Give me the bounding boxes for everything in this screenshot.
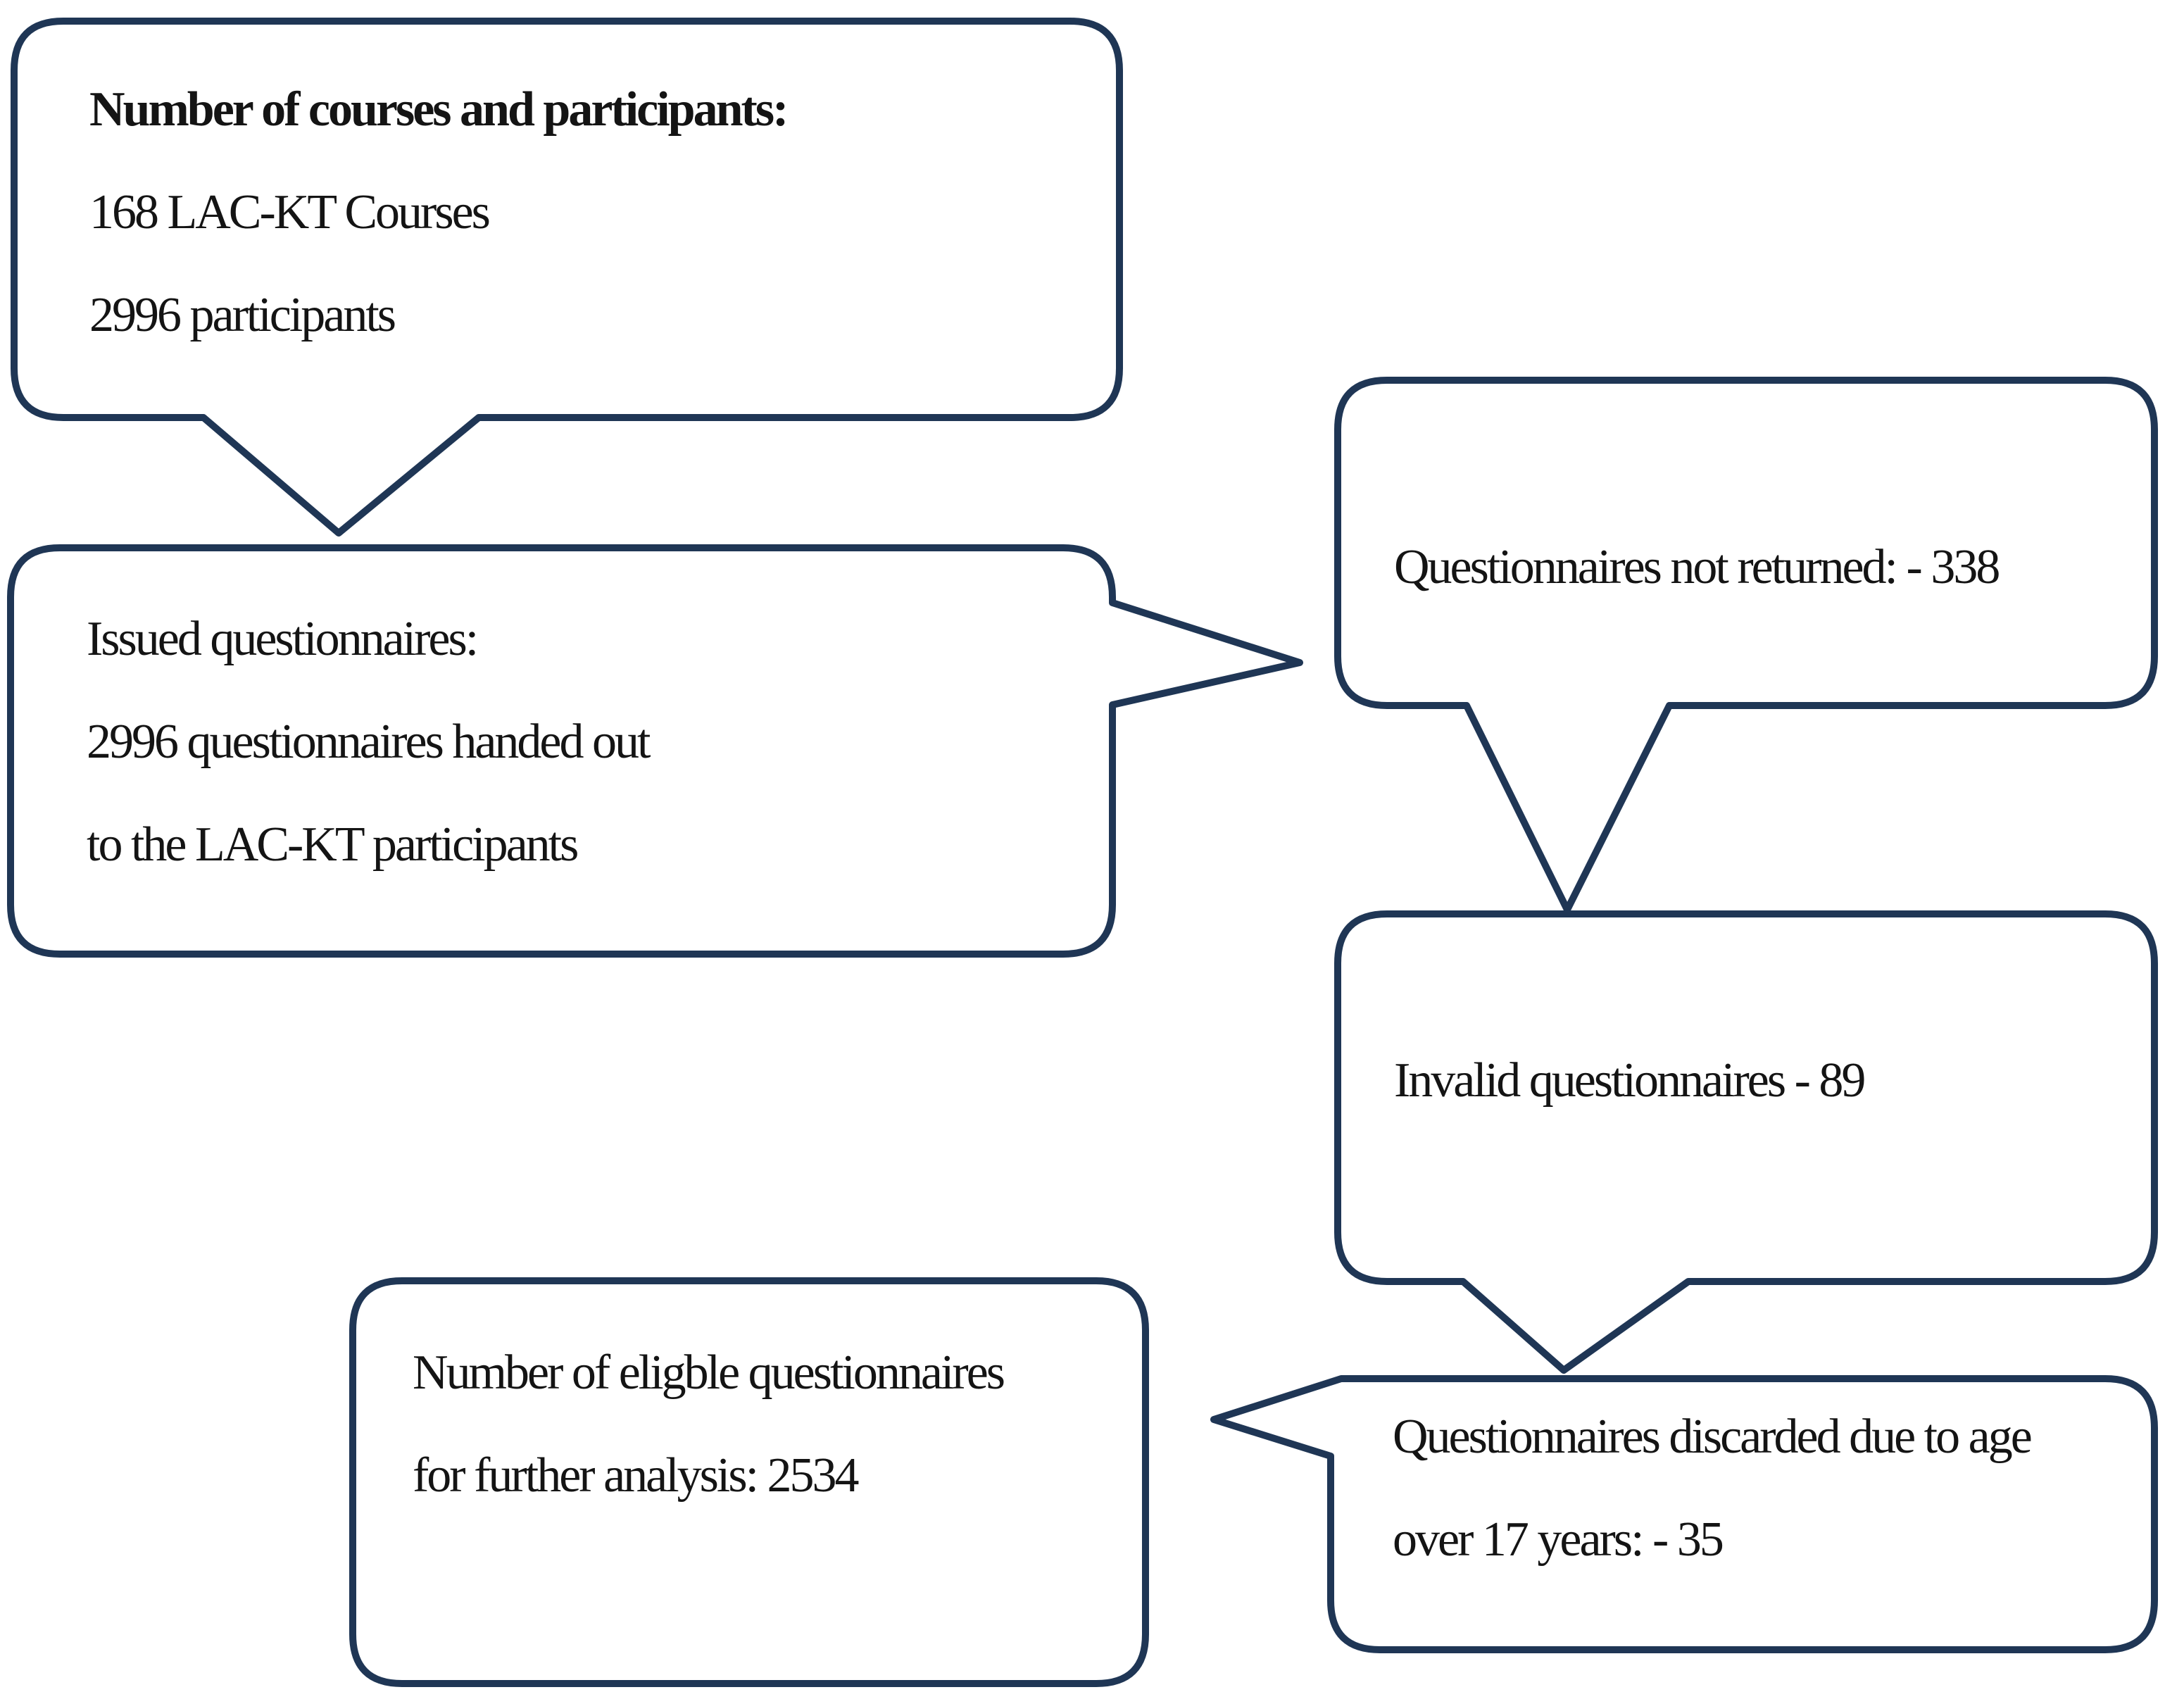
bubble-discarded: Questionnaires discarded due to age over… bbox=[1393, 1386, 2033, 1591]
bubble-invalid-questionnaires-outline bbox=[1334, 910, 2158, 1374]
bubble-issued-questionnaires-outline bbox=[7, 544, 1303, 958]
bubble-not-returned: Questionnaires not returned: - 338 bbox=[1394, 516, 2000, 619]
bubble-discarded-line-1: over 17 years: - 35 bbox=[1393, 1512, 1724, 1567]
bubble-eligible-line-1: for further analysis: 2534 bbox=[413, 1448, 860, 1503]
bubble-invalid-questionnaires: Invalid questionnaires - 89 bbox=[1394, 1029, 1866, 1132]
bubble-eligible: Number of eligble questionnaires for fur… bbox=[413, 1322, 1005, 1527]
bubble-courses-participants-outline bbox=[11, 18, 1123, 537]
bubble-discarded-line-0: Questionnaires discarded due to age bbox=[1393, 1410, 2033, 1464]
bubble-courses-participants-line-1: 168 LAC-KT Courses bbox=[89, 185, 491, 239]
bubble-courses-participants: Number of courses and participants: 168 … bbox=[89, 58, 789, 367]
bubble-courses-participants-line-0: Number of courses and participants: bbox=[89, 82, 789, 137]
bubble-eligible-line-0: Number of eligble questionnaires bbox=[413, 1346, 1005, 1400]
bubble-issued-questionnaires-line-1: 2996 questionnaires handed out bbox=[87, 715, 651, 769]
bubble-not-returned-outline bbox=[1334, 377, 2158, 913]
bubble-issued-questionnaires: Issued questionnaires: 2996 questionnair… bbox=[87, 588, 651, 896]
bubble-issued-questionnaires-line-0: Issued questionnaires: bbox=[87, 612, 479, 666]
bubble-not-returned-line-0: Questionnaires not returned: - 338 bbox=[1394, 540, 2000, 594]
bubble-courses-participants-line-2: 2996 participants bbox=[89, 288, 396, 342]
bubble-issued-questionnaires-line-2: to the LAC-KT participants bbox=[87, 817, 579, 872]
bubble-discarded-outline bbox=[1210, 1375, 2158, 1653]
bubble-invalid-questionnaires-line-0: Invalid questionnaires - 89 bbox=[1394, 1053, 1866, 1108]
bubble-eligible-outline bbox=[349, 1277, 1149, 1687]
